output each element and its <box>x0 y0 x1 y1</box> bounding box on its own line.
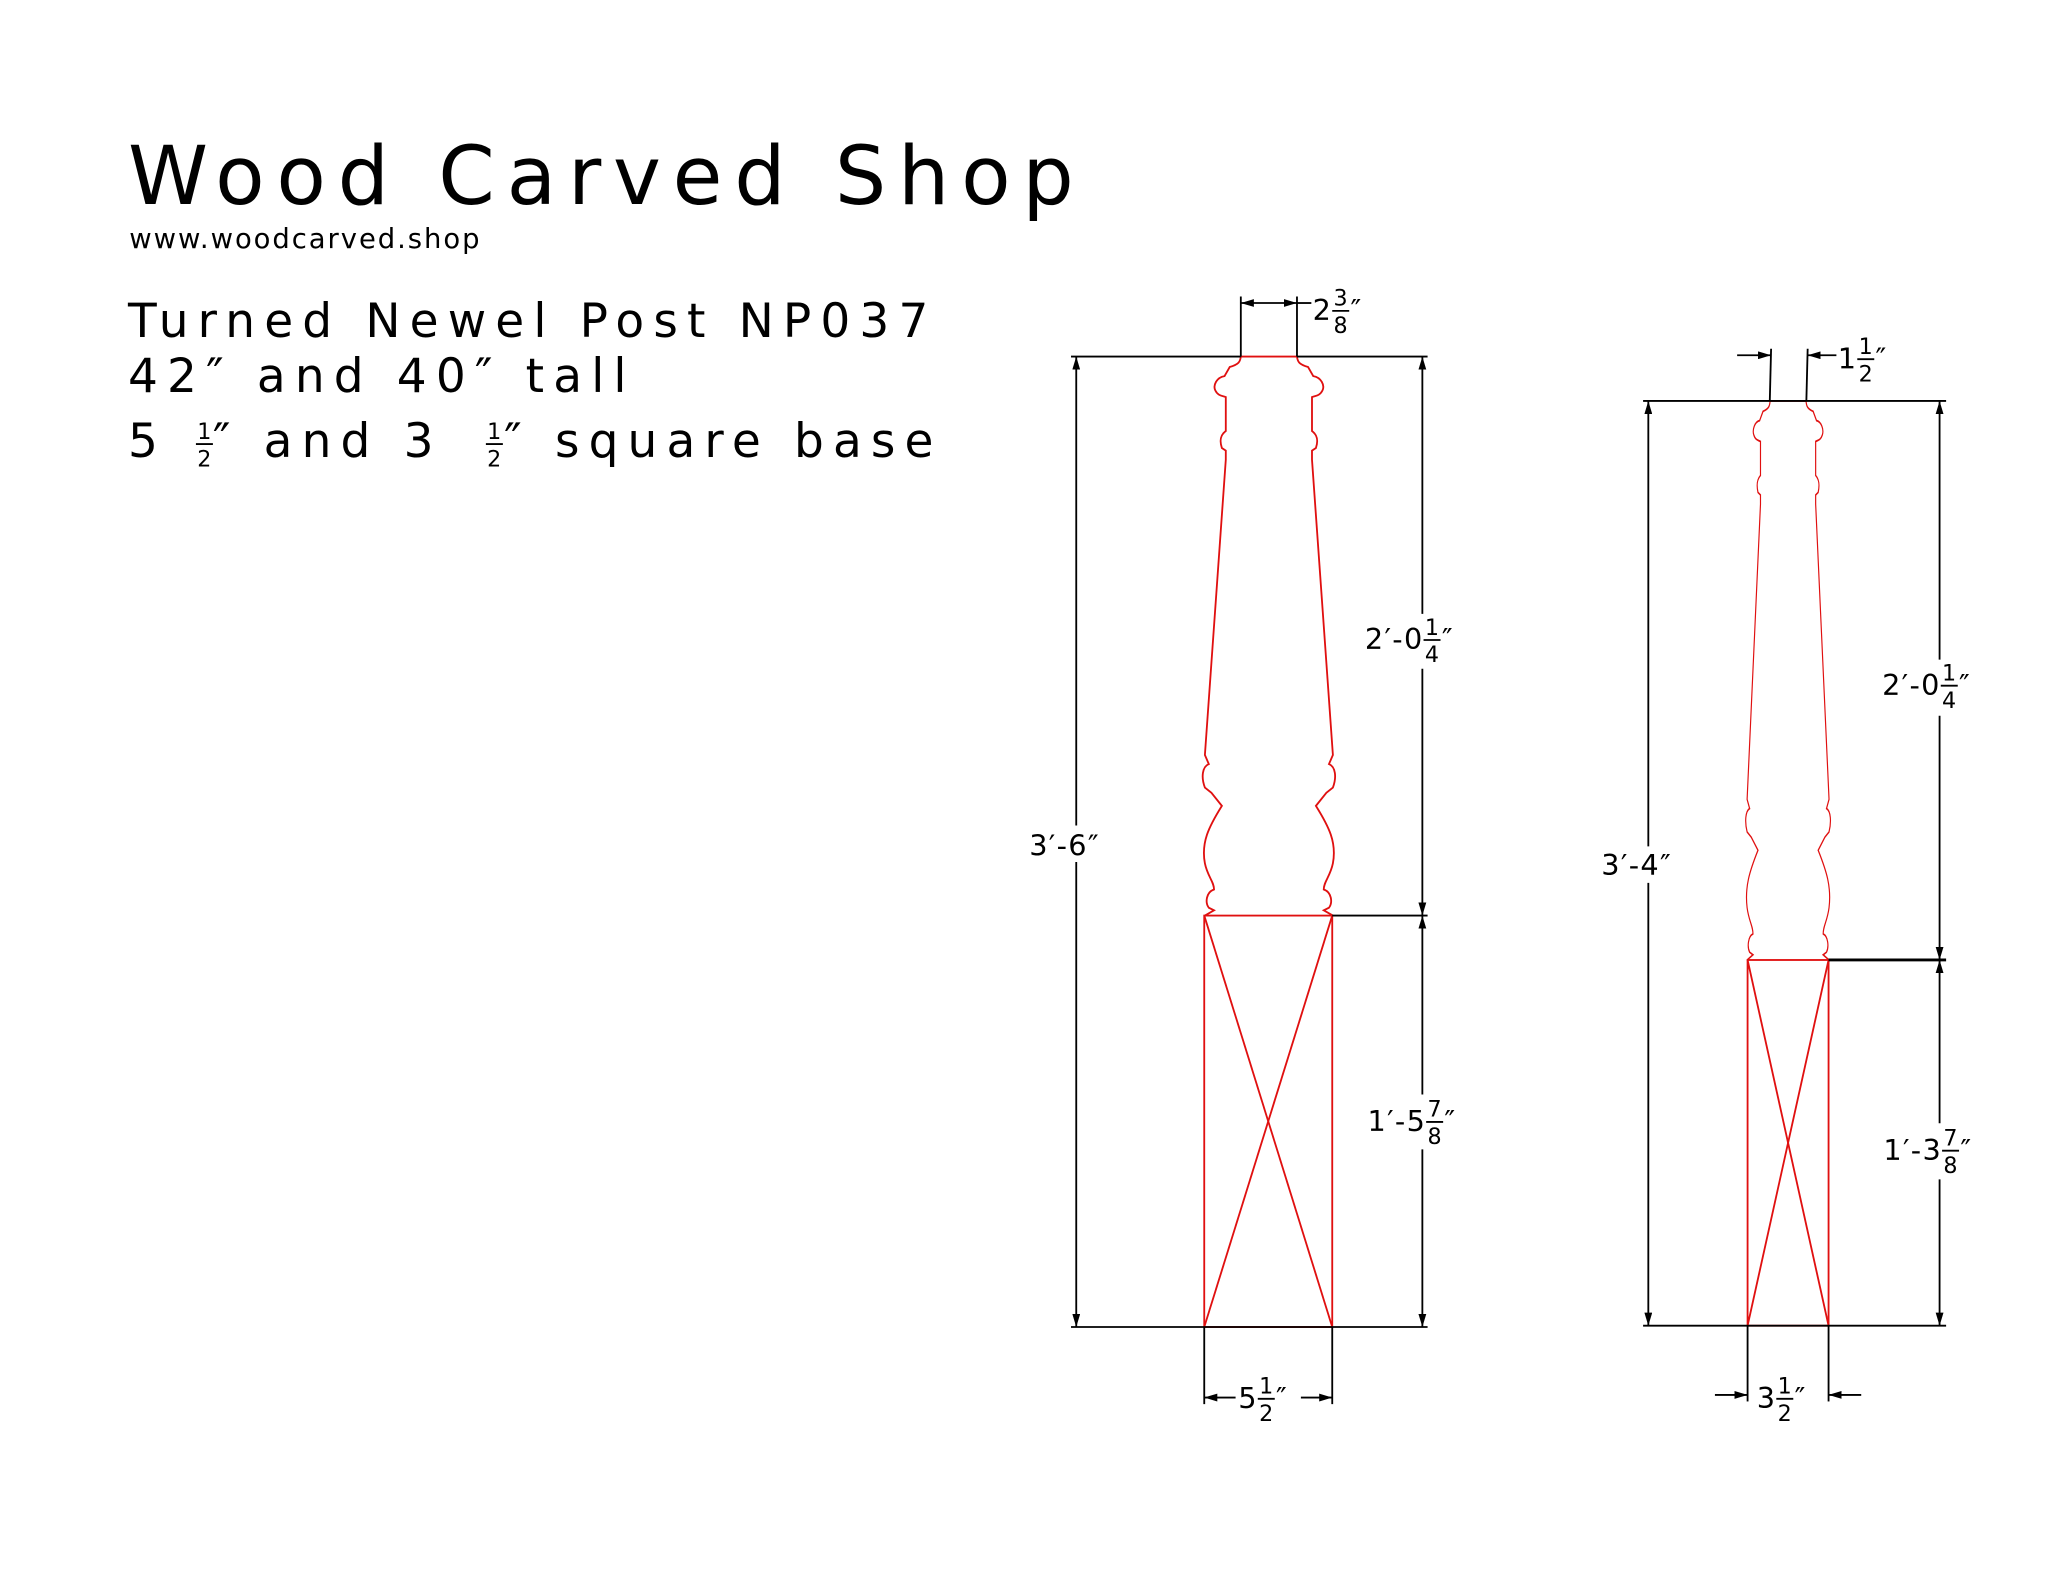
dimension-den: 2 <box>1859 361 1873 387</box>
dimension-whole: 3′-6″ <box>1029 828 1100 862</box>
product-base-sizes: 5 1 2 ″ and 3 1 2 ″ square base <box>128 414 942 472</box>
fraction-den: 2 <box>197 446 211 472</box>
dimension-den: 8 <box>1943 1153 1957 1179</box>
dimension-whole: 2′-0 <box>1882 668 1941 702</box>
dimension-suffix: ″ <box>1876 341 1888 375</box>
dimension-whole: 3′-4″ <box>1601 848 1672 882</box>
dimension-suffix: ″ <box>1442 622 1454 656</box>
dimension-whole: 3 <box>1757 1381 1777 1415</box>
base-size-c: ″ square base <box>504 414 942 469</box>
dimension-num: 1 <box>1259 1374 1273 1400</box>
dimension-suffix: ″ <box>1276 1381 1288 1415</box>
dimension-num: 1 <box>1859 334 1873 360</box>
shop-url[interactable]: www.woodcarved.shop <box>129 224 481 255</box>
svg-text:5: 5 <box>128 414 167 469</box>
dimension-num: 1 <box>1425 615 1439 641</box>
dimension-num: 7 <box>1943 1125 1957 1151</box>
dimension-whole: 1′-5 <box>1368 1104 1427 1138</box>
dimension-whole: 5 <box>1238 1381 1258 1415</box>
dimension-den: 4 <box>1425 642 1439 668</box>
post-42-outline <box>1203 355 1335 1328</box>
fraction-num: 1 <box>197 419 211 445</box>
base-size-a: 5 <box>128 414 167 469</box>
dimension-den: 2 <box>1259 1401 1273 1427</box>
dimension-num: 1 <box>1942 660 1956 686</box>
dimension-whole: 1′-3 <box>1883 1133 1942 1167</box>
dimension-den: 8 <box>1427 1124 1441 1150</box>
dimension-whole: 1 <box>1838 341 1858 375</box>
fraction-num: 1 <box>487 419 501 445</box>
product-heights: 42″ and 40″ tall <box>128 349 636 404</box>
post-40-outline <box>1746 400 1831 1327</box>
dimension-den: 8 <box>1334 313 1348 339</box>
dimension-suffix: ″ <box>1444 1104 1456 1138</box>
dimension-suffix: ″ <box>1960 1133 1972 1167</box>
dimension-den: 4 <box>1942 688 1956 714</box>
dimension-num: 1 <box>1778 1374 1792 1400</box>
dimension-suffix: ″ <box>1351 293 1363 327</box>
shop-title: Wood Carved Shop <box>128 130 1086 224</box>
post-42-total-height-label: 3′-6″ <box>1029 828 1100 862</box>
post-40-total-height-label: 3′-4″ <box>1601 848 1672 882</box>
dimension-suffix: ″ <box>1959 668 1971 702</box>
dimension-whole: 2 <box>1313 293 1333 327</box>
base-size-b: ″ and 3 <box>213 414 443 469</box>
dimension-whole: 2′-0 <box>1365 622 1424 656</box>
dimension-num: 3 <box>1334 286 1348 312</box>
product-name: Turned Newel Post NP037 <box>127 294 938 349</box>
fraction-den: 2 <box>487 446 501 472</box>
dimension-suffix: ″ <box>1795 1381 1807 1415</box>
dimension-num: 7 <box>1427 1097 1441 1123</box>
dimension-den: 2 <box>1778 1401 1792 1427</box>
